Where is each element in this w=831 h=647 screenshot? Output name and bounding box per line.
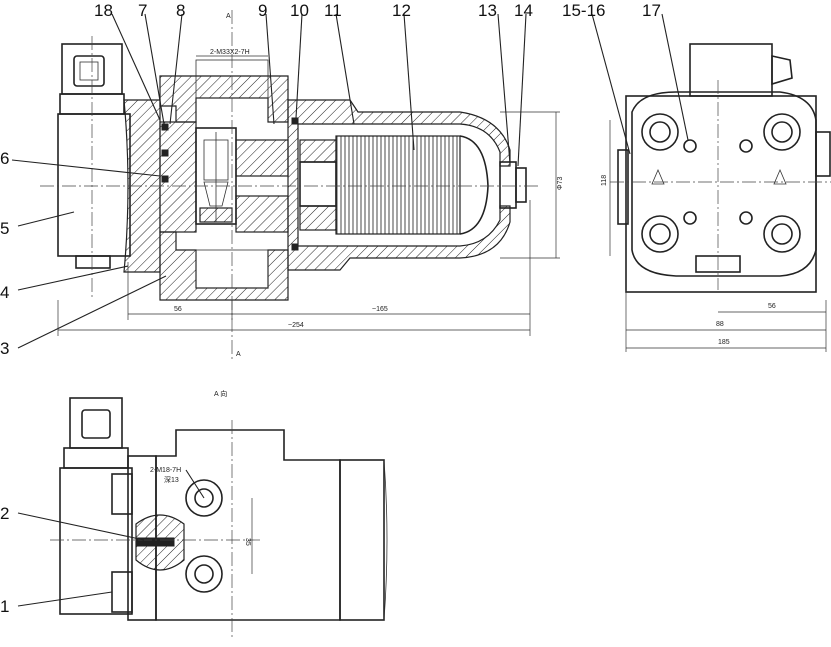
callout-14: 14 (514, 1, 533, 20)
dim-56: 56 (174, 306, 182, 313)
filter-element (335, 135, 461, 235)
callout-10: 10 (290, 1, 309, 20)
callout-12: 12 (392, 1, 411, 20)
dim-height-118: 118 (601, 175, 608, 186)
solenoid-nut (73, 55, 105, 87)
dim-side-185: 185 (718, 339, 730, 346)
section-view: 2-M33X2-7H 56 ~165 ~254 Φ73 A A (40, 10, 564, 360)
dim-165: ~165 (372, 306, 388, 313)
side-view: 56 88 185 118 (601, 43, 831, 352)
callout-numbers: 18 7 8 9 10 11 12 13 14 15-16 17 6 5 4 3… (0, 1, 661, 616)
callout-5: 5 (0, 219, 9, 238)
dim-254: ~254 (288, 322, 304, 329)
end-plug (499, 161, 517, 209)
arrow-a-top: A (226, 13, 231, 20)
callout-15-16: 15-16 (562, 1, 605, 20)
callout-4: 4 (0, 283, 9, 302)
dim-side-56: 56 (768, 303, 776, 310)
side-solenoid (689, 43, 773, 97)
view-a-label: A 向 (214, 389, 227, 398)
dim-port-thread: 2-M33X2-7H (210, 49, 250, 56)
bolt-holes (641, 113, 801, 253)
callout-18: 18 (94, 1, 113, 20)
callout-7: 7 (138, 1, 147, 20)
callout-13: 13 (478, 1, 497, 20)
dim-small-thread: 2-M18-7H (150, 467, 181, 474)
callout-11: 11 (324, 1, 342, 20)
dim-side-88: 88 (716, 321, 724, 328)
callout-2: 2 (0, 504, 9, 523)
arrow-a-bottom: A (236, 351, 241, 358)
dim-depth: 深13 (164, 475, 179, 484)
callout-17: 17 (642, 1, 661, 20)
callout-9: 9 (258, 1, 267, 20)
a-view: A 向 2-M18-7H 深13 35 (50, 389, 388, 640)
dim-diameter: Φ73 (557, 177, 564, 190)
callout-1: 1 (0, 597, 9, 616)
callout-6: 6 (0, 149, 9, 168)
callout-leaders (11, 13, 689, 607)
callout-8: 8 (176, 1, 185, 20)
dim-35: 35 (244, 538, 251, 546)
valve-block (57, 113, 131, 257)
callout-3: 3 (0, 339, 9, 358)
